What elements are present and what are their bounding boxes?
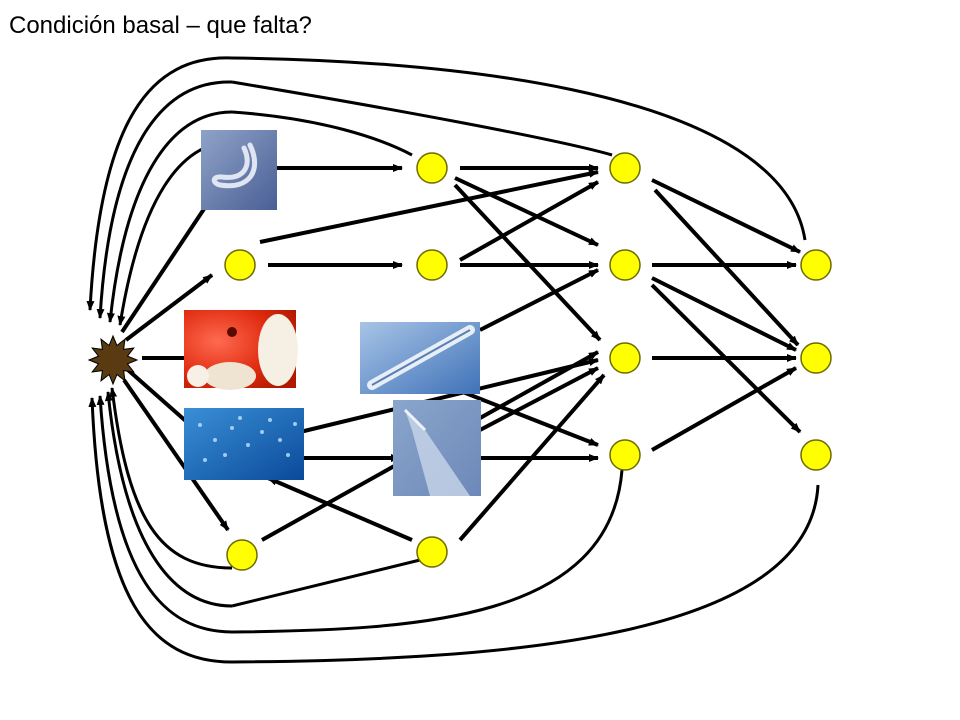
stage-node [609,342,641,374]
nematode-tail-photo [393,400,481,496]
transition-arrows [259,164,802,542]
stage-node [416,152,448,184]
stage-node [226,539,258,571]
stage-node [416,249,448,281]
stage-nodes [224,152,832,571]
hub-star-node [87,334,139,386]
stage-node [609,152,641,184]
stage-node [609,439,641,471]
stage-node [800,439,832,471]
slide-title: Condición basal – que falta? [9,12,312,39]
blue-cells-photo [184,408,304,480]
red-tissue-photo [184,310,298,390]
nematode-head-photo [360,322,480,394]
stage-node [800,249,832,281]
stage-node [416,536,448,568]
larva-photo [201,130,277,210]
feedback-curves-bottom [88,387,820,664]
stage-node [224,249,256,281]
stage-node [800,342,832,374]
hub-outgoing-arrows [120,198,230,532]
stage-node [609,249,641,281]
